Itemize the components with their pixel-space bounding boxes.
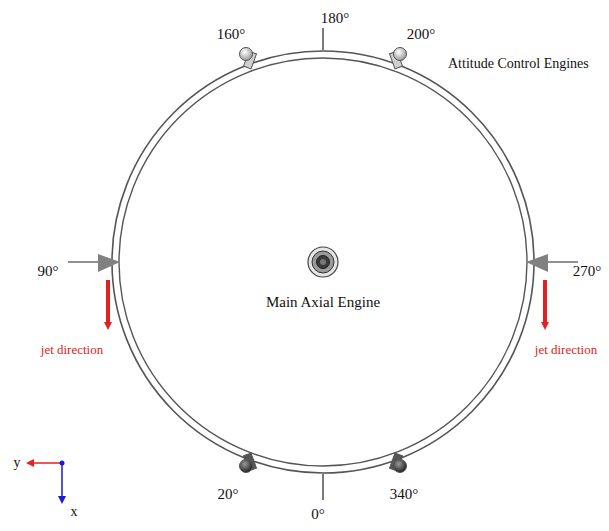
angle-label: 90° (38, 263, 59, 280)
angle-label: 160° (217, 26, 246, 43)
angle-label: 180° (321, 10, 350, 27)
angle-label: 0° (311, 506, 325, 523)
jet-label: jet direction (535, 343, 597, 357)
part-label: Main Axial Engine (266, 294, 380, 311)
angle-label: 340° (390, 486, 419, 503)
angle-label: 270° (573, 263, 602, 280)
axis-label: y (14, 455, 21, 470)
angle-label: 200° (407, 26, 436, 43)
axis-label: x (71, 504, 78, 519)
part-label: Attitude Control Engines (448, 56, 589, 71)
jet-label: jet direction (41, 343, 103, 357)
angle-label: 20° (218, 486, 239, 503)
